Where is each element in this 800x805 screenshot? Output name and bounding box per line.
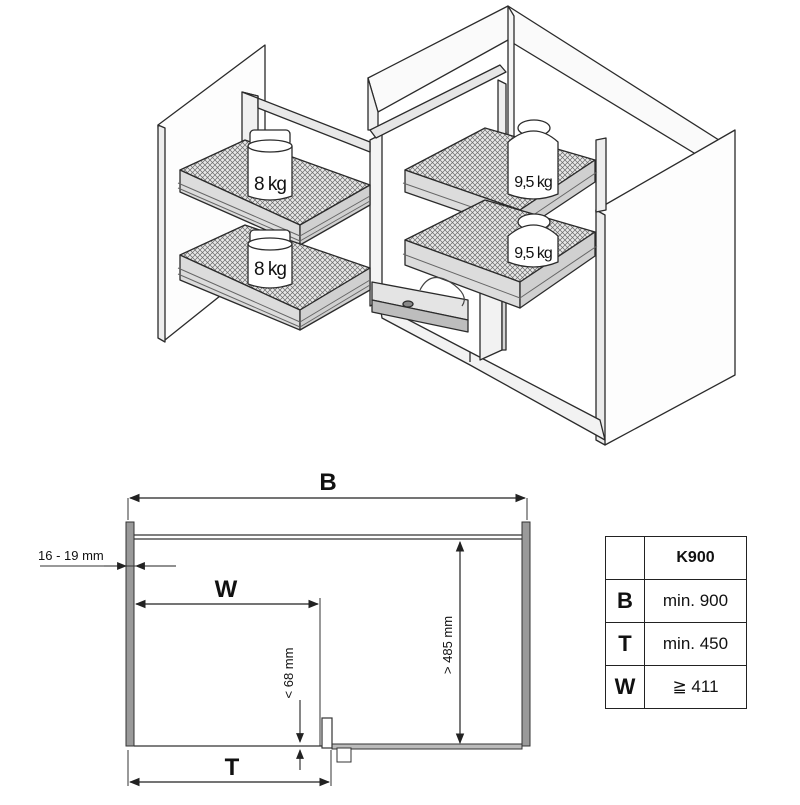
weight-label-left-bottom: 8 kg xyxy=(254,259,286,280)
dimension-t-label: T xyxy=(225,754,240,781)
spec-key: W xyxy=(605,665,645,709)
spec-value: min. 450 xyxy=(644,622,747,666)
left-panel xyxy=(125,521,135,747)
spec-row-t: T min. 450 xyxy=(605,622,747,666)
gap-label: < 68 mm xyxy=(281,648,296,699)
spec-value: min. 900 xyxy=(644,579,747,623)
dimension-b-label: B xyxy=(319,469,336,496)
weight-label-right-bottom: 9,5 kg xyxy=(514,245,552,262)
spec-row-w: W ≧ 411 xyxy=(605,665,747,709)
weight-left-top xyxy=(247,129,293,201)
spec-key: B xyxy=(605,579,645,623)
weight-label-left-top: 8 kg xyxy=(254,174,286,195)
spec-value: ≧ 411 xyxy=(644,665,747,709)
weight-right-top xyxy=(507,119,559,200)
spec-row-b: B min. 900 xyxy=(605,579,747,623)
spec-key: T xyxy=(605,622,645,666)
cabinet-illustration xyxy=(157,5,736,446)
panel-thickness-label: 16 - 19 mm xyxy=(38,548,104,563)
depth-label: > 485 mm xyxy=(440,616,455,674)
spec-table: K900 B min. 900 T min. 450 W ≧ 411 xyxy=(605,536,747,709)
dimension-w-label: W xyxy=(215,576,238,603)
weight-right-bottom xyxy=(507,213,559,268)
spec-table-corner xyxy=(605,536,645,580)
spec-table-header: K900 xyxy=(605,536,747,580)
corner-post xyxy=(369,133,383,307)
weight-label-right-top: 9,5 kg xyxy=(514,174,552,191)
corner-post-plan xyxy=(321,717,333,749)
plan-drawing xyxy=(40,493,531,787)
right-side-panel xyxy=(595,129,736,446)
right-bottom-basket xyxy=(402,199,598,309)
spec-table-model: K900 xyxy=(644,536,747,580)
right-panel xyxy=(521,521,531,747)
weight-left-bottom xyxy=(247,229,293,289)
